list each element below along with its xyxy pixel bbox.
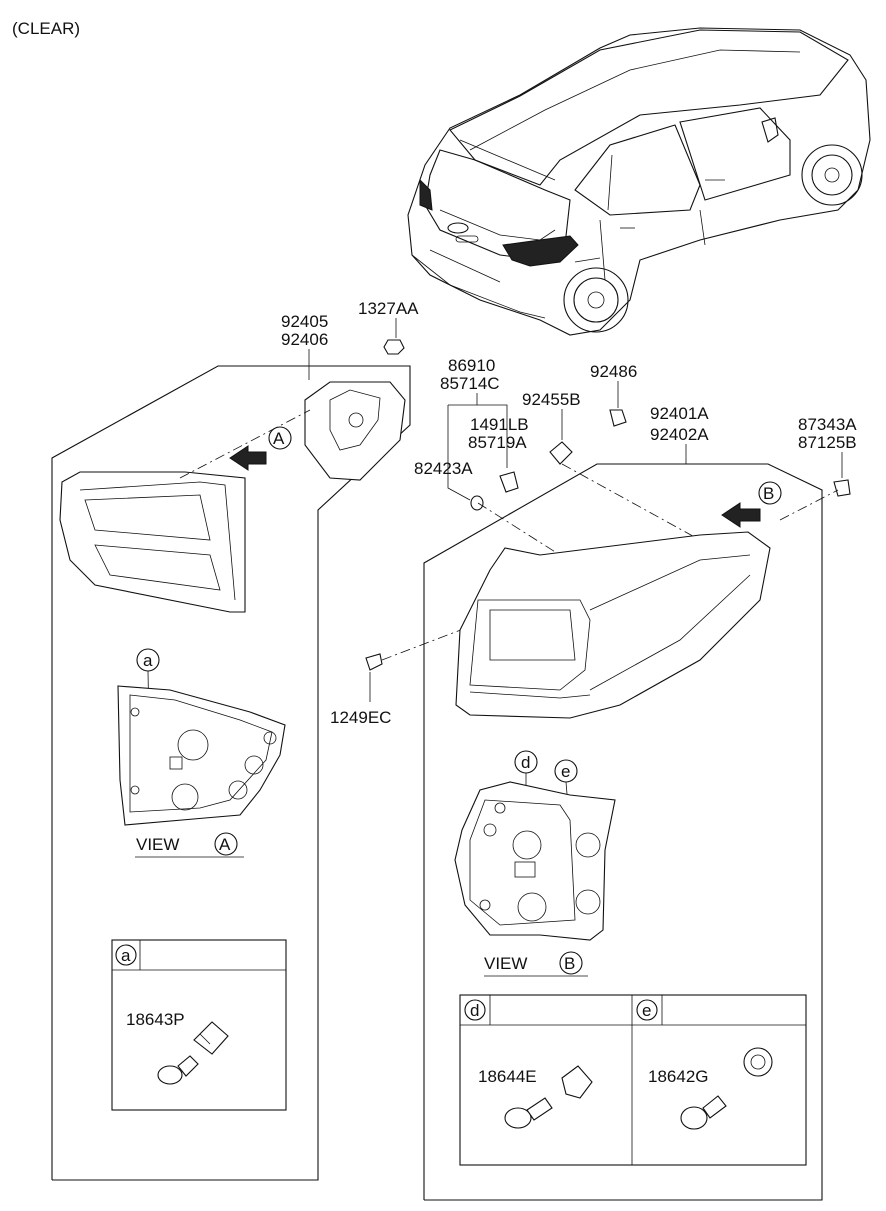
car-left-tail-lamp	[419, 178, 433, 211]
view-A-callout: A	[219, 835, 231, 854]
part-92406-label: 92406	[281, 330, 328, 349]
part-18644E-label: 18644E	[478, 1067, 537, 1086]
outer-tail-lamp	[455, 531, 771, 719]
callout-B-text: B	[763, 484, 774, 503]
variant-label: (CLEAR)	[12, 19, 80, 38]
part-92402A-label: 92402A	[650, 425, 709, 444]
bulb-box-a-tag: a	[121, 946, 131, 965]
view-B-callout: B	[564, 954, 575, 973]
part-87125B-label: 87125B	[798, 433, 857, 452]
callout-a-text: a	[143, 651, 153, 670]
bushing-92455B	[549, 441, 573, 465]
screw-1249EC	[365, 653, 383, 671]
part-1249EC-label: 1249EC	[330, 708, 391, 727]
view-A-label: VIEW	[136, 835, 179, 854]
part-85714C-label: 85714C	[440, 374, 500, 393]
part-1327AA-label: 1327AA	[358, 299, 419, 318]
part-92401A-label: 92401A	[650, 404, 709, 423]
view-B-housing	[454, 781, 616, 941]
part-85719A-label: 85719A	[468, 433, 527, 452]
front-wheel	[801, 144, 863, 206]
part-82423A-label: 82423A	[414, 459, 473, 478]
view-B-label: VIEW	[484, 954, 527, 973]
bulb-box-e-tag: e	[642, 1001, 651, 1020]
bulb-18642G	[680, 1047, 773, 1130]
bulb-box-d-tag: d	[470, 1001, 479, 1020]
part-92455B-label: 92455B	[522, 390, 581, 409]
bulb-18644E	[504, 1065, 593, 1129]
emblem	[447, 222, 469, 234]
nut-1327AA	[383, 339, 405, 355]
callout-A-text: A	[273, 429, 285, 448]
part-92405-label: 92405	[281, 312, 328, 331]
callout-B-circle	[758, 481, 782, 505]
bulb-box-a	[111, 939, 287, 1111]
part-86910-label: 86910	[448, 356, 495, 375]
car-illustration	[407, 27, 871, 336]
car-right-tail-lamp	[502, 235, 579, 267]
direction-arrow-B	[721, 502, 761, 528]
part-18643P-label: 18643P	[126, 1010, 185, 1029]
screw-1491LB	[499, 471, 519, 493]
part-92486-label: 92486	[590, 362, 637, 381]
bulb-box-de	[459, 994, 807, 1166]
callout-e-text: e	[561, 762, 570, 781]
rear-wheel	[563, 267, 629, 333]
bulb-18643P	[157, 1021, 229, 1085]
callout-A-circle	[268, 426, 292, 450]
clip-92486	[609, 409, 627, 427]
outer-lamp-panel: 92401A 92402A 87343A 87125B B d e	[423, 404, 857, 1201]
inner-lamp-panel: 92405 92406 1327AA A a VIEW	[51, 299, 419, 1181]
part-87343A-label: 87343A	[798, 415, 857, 434]
screw-87343A	[833, 479, 851, 497]
gasket-92405	[304, 381, 406, 481]
view-A-housing	[117, 685, 286, 826]
part-18642G-label: 18642G	[648, 1067, 709, 1086]
inner-tail-lamp	[59, 471, 246, 613]
part-1491LB-label: 1491LB	[470, 415, 529, 434]
callout-d-text: d	[521, 753, 530, 772]
direction-arrow-A	[229, 445, 267, 471]
small-parts: 86910 85714C 92486 92455B 1491LB 85719A …	[330, 356, 637, 727]
washer-82423A	[470, 495, 484, 511]
